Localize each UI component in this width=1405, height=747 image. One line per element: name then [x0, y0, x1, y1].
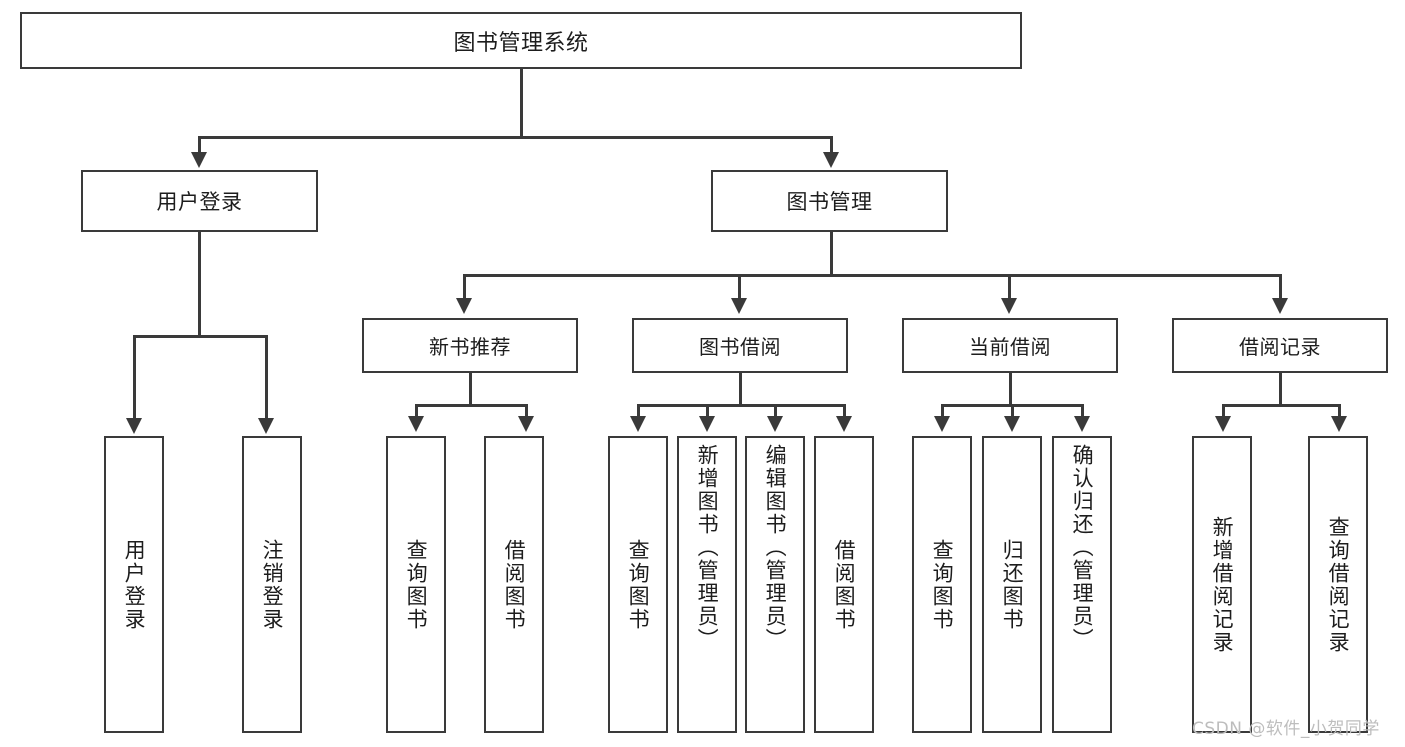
arrow-to-leaf-bb-2 [699, 416, 715, 432]
leaf-bb-query-book[interactable]: 查询图书 [608, 436, 668, 733]
arrow-to-new-book [456, 298, 472, 314]
connector-root-drop-2 [830, 136, 833, 154]
connector-borrowrecord-bus [1222, 404, 1338, 407]
connector-bb-drop-1 [637, 404, 640, 418]
arrow-to-book-manage [823, 152, 839, 168]
connector-cb-drop-3 [1081, 404, 1084, 418]
leaf-br-add-record[interactable]: 新增借阅记录 [1192, 436, 1252, 733]
connector-root-bus [198, 136, 832, 139]
leaf-label: 查询图书 [404, 538, 429, 631]
arrow-to-leaf-cb-2 [1004, 416, 1020, 432]
node-current-borrow[interactable]: 当前借阅 [902, 318, 1118, 373]
arrow-to-leaf-br-2 [1331, 416, 1347, 432]
leaf-user-login[interactable]: 用户登录 [104, 436, 164, 733]
connector-newbook-bus [415, 404, 525, 407]
arrow-to-leaf-logout [258, 418, 274, 434]
node-book-management[interactable]: 图书管理 [711, 170, 948, 232]
leaf-nb-query-book[interactable]: 查询图书 [386, 436, 446, 733]
leaf-label: 查询借阅记录 [1326, 515, 1351, 654]
connector-bm-drop-1 [463, 274, 466, 300]
leaf-label: 编辑图书（管理员） [763, 444, 788, 651]
connector-br-drop-2 [1338, 404, 1341, 418]
leaf-nb-borrow-book[interactable]: 借阅图书 [484, 436, 544, 733]
leaf-cb-return-book[interactable]: 归还图书 [982, 436, 1042, 733]
leaf-cb-confirm-return-admin[interactable]: 确认归还（管理员） [1052, 436, 1112, 733]
connector-newbook-drop-1 [415, 404, 418, 418]
arrow-to-leaf-cb-1 [934, 416, 950, 432]
connector-book-manage-stem [830, 232, 833, 276]
connector-bb-drop-4 [843, 404, 846, 418]
connector-bb-drop-3 [774, 404, 777, 418]
leaf-label: 确认归还（管理员） [1070, 444, 1095, 651]
leaf-label: 借阅图书 [832, 538, 857, 631]
arrow-to-user-login [191, 152, 207, 168]
connector-borrowrecord-stem [1279, 373, 1282, 406]
arrow-to-book-borrow [731, 298, 747, 314]
node-book-borrow[interactable]: 图书借阅 [632, 318, 848, 373]
connector-book-manage-bus [463, 274, 1281, 277]
connector-root-stem [520, 69, 523, 136]
arrow-to-leaf-cb-3 [1074, 416, 1090, 432]
leaf-bb-add-book-admin[interactable]: 新增图书（管理员） [677, 436, 737, 733]
connector-bb-drop-2 [706, 404, 709, 418]
connector-newbook-stem [469, 373, 472, 406]
connector-br-drop-1 [1222, 404, 1225, 418]
arrow-to-leaf-br-1 [1215, 416, 1231, 432]
arrow-to-leaf-nb-1 [408, 416, 424, 432]
connector-user-login-stem [198, 232, 201, 335]
connector-root-drop-1 [198, 136, 201, 154]
connector-bm-drop-2 [738, 274, 741, 300]
connector-user-login-drop-1 [133, 335, 136, 420]
arrow-to-borrow-record [1272, 298, 1288, 314]
node-new-book-recommend[interactable]: 新书推荐 [362, 318, 578, 373]
leaf-bb-edit-book-admin[interactable]: 编辑图书（管理员） [745, 436, 805, 733]
leaf-label: 借阅图书 [502, 538, 527, 631]
arrow-to-leaf-user-login [126, 418, 142, 434]
connector-bookborrow-stem [739, 373, 742, 406]
leaf-label: 查询图书 [626, 538, 651, 631]
connector-bm-drop-4 [1279, 274, 1282, 300]
node-user-login[interactable]: 用户登录 [81, 170, 318, 232]
arrow-to-leaf-bb-4 [836, 416, 852, 432]
arrow-to-leaf-bb-1 [630, 416, 646, 432]
connector-cb-drop-2 [1011, 404, 1014, 418]
connector-user-login-drop-2 [265, 335, 268, 420]
connector-newbook-drop-2 [525, 404, 528, 418]
arrow-to-current-borrow [1001, 298, 1017, 314]
leaf-logout[interactable]: 注销登录 [242, 436, 302, 733]
arrow-to-leaf-nb-2 [518, 416, 534, 432]
arrow-to-leaf-bb-3 [767, 416, 783, 432]
leaf-label: 注销登录 [260, 538, 285, 631]
leaf-cb-query-book[interactable]: 查询图书 [912, 436, 972, 733]
leaf-label: 用户登录 [122, 538, 147, 631]
leaf-br-query-record[interactable]: 查询借阅记录 [1308, 436, 1368, 733]
connector-currentborrow-stem [1009, 373, 1012, 406]
node-borrow-record[interactable]: 借阅记录 [1172, 318, 1388, 373]
leaf-label: 归还图书 [1000, 538, 1025, 631]
node-root-system[interactable]: 图书管理系统 [20, 12, 1022, 69]
connector-bm-drop-3 [1008, 274, 1011, 300]
connector-cb-drop-1 [941, 404, 944, 418]
leaf-label: 新增图书（管理员） [695, 444, 720, 651]
leaf-bb-borrow-book[interactable]: 借阅图书 [814, 436, 874, 733]
connector-bookborrow-bus [637, 404, 845, 407]
leaf-label: 新增借阅记录 [1210, 515, 1235, 654]
connector-user-login-bus [133, 335, 265, 338]
leaf-label: 查询图书 [930, 538, 955, 631]
